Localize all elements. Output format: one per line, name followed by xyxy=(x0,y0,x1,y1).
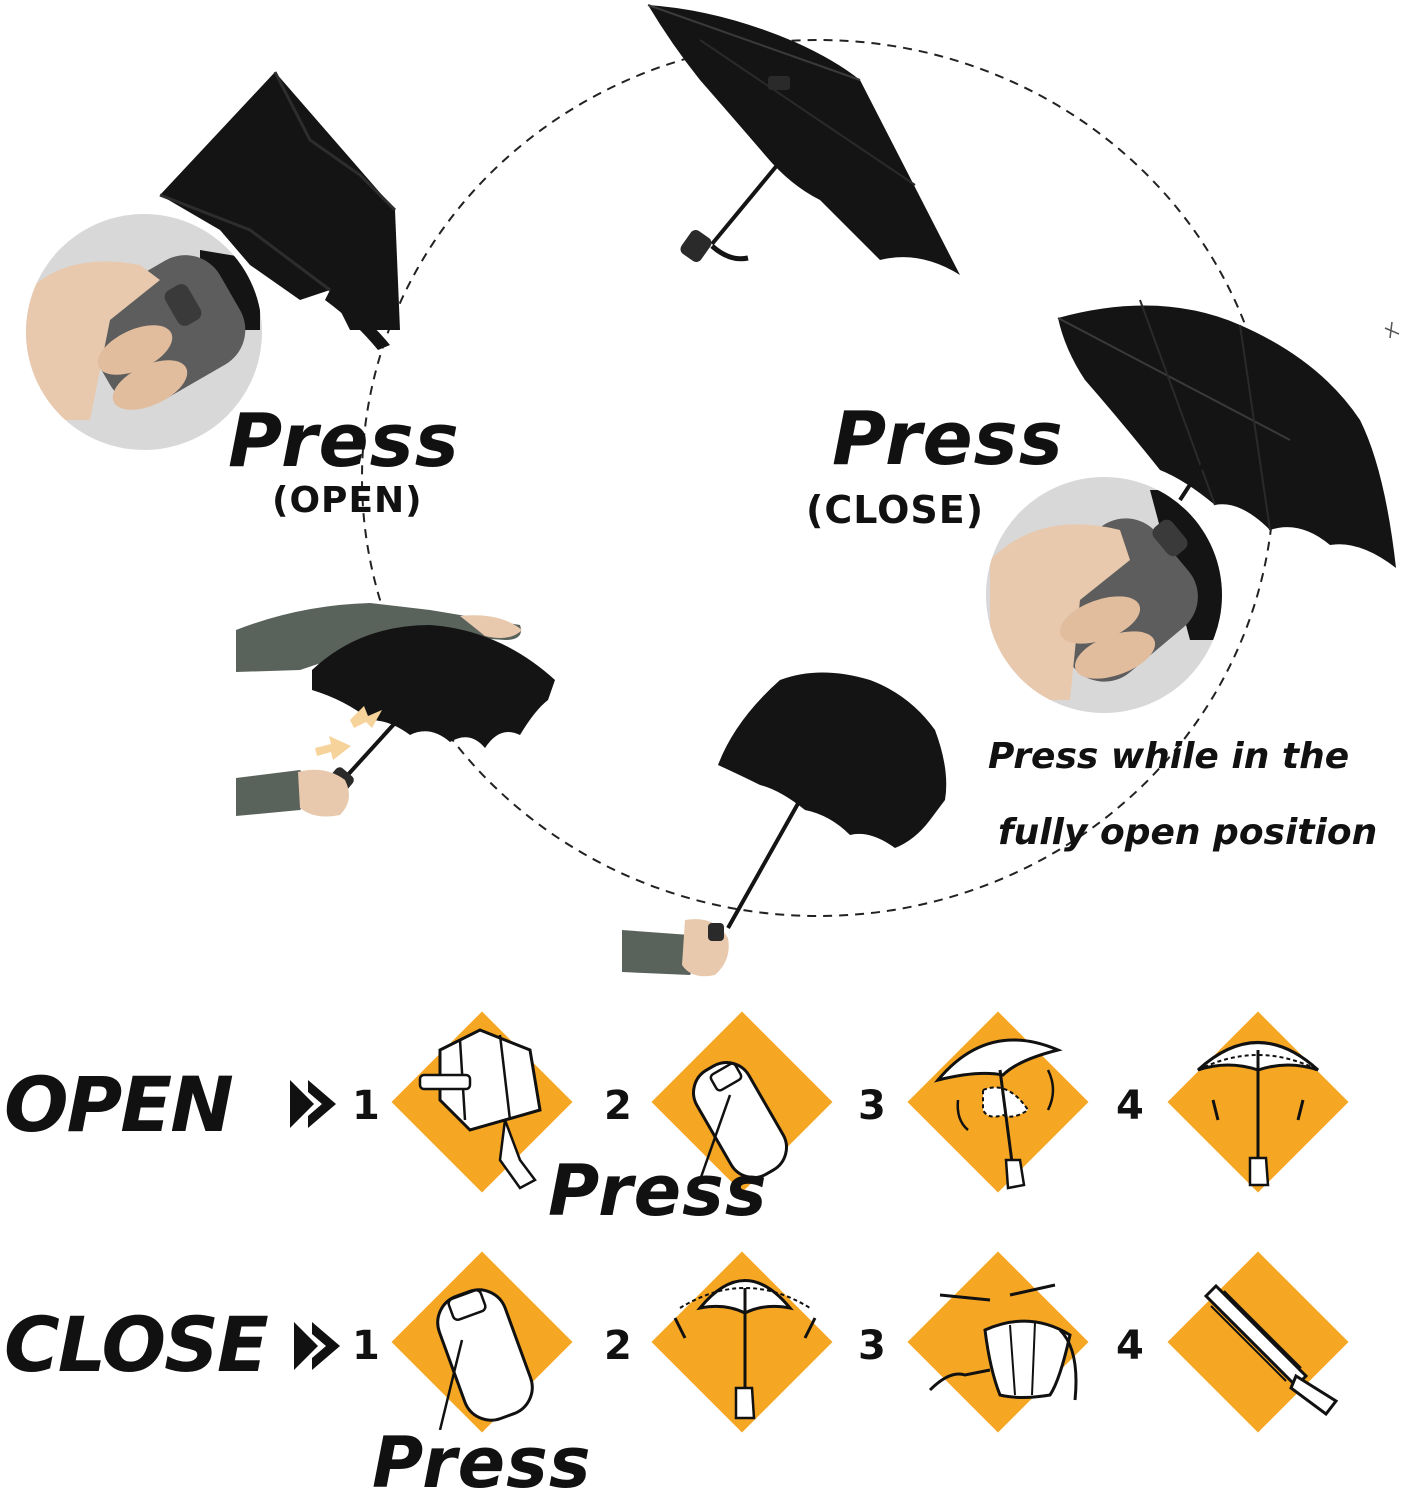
fully-open-umbrella-sketch-icon xyxy=(1196,1041,1320,1187)
opening-umbrella-sketch-icon xyxy=(933,1038,1063,1190)
open-row-label: OPEN xyxy=(4,1060,234,1149)
press-note-line1: Press while in the xyxy=(988,736,1350,777)
open-umbrella-top-image xyxy=(647,4,960,275)
close-step-4-number: 4 xyxy=(1116,1323,1144,1369)
close-step-3-number: 3 xyxy=(858,1323,886,1369)
double-chevron-right-icon xyxy=(294,1322,340,1370)
press-open-label: Press xyxy=(228,398,460,484)
open-paren-label: (OPEN) xyxy=(272,480,423,521)
button-grip-sketch-icon xyxy=(692,1061,788,1180)
closing-umbrella-sketch-icon xyxy=(673,1279,817,1420)
close-paren-label: (CLOSE) xyxy=(806,488,985,532)
open-umbrella-right-image xyxy=(1057,299,1400,568)
double-chevron-right-icon xyxy=(290,1080,336,1128)
open-step-3-number: 3 xyxy=(858,1083,886,1129)
hand-grip-close-inset xyxy=(986,477,1222,713)
hands-closing-umbrella-image xyxy=(236,603,555,817)
open-step-4-number: 4 xyxy=(1116,1083,1144,1129)
close-row-label: CLOSE xyxy=(4,1300,269,1389)
hand-grip-open-inset xyxy=(26,214,262,450)
open-step-1-number: 1 xyxy=(352,1083,380,1129)
usage-illustration xyxy=(26,4,1400,977)
close-step-1-number: 1 xyxy=(352,1323,380,1369)
press-close-label: Press xyxy=(832,396,1064,482)
folded-umbrella-sketch-icon xyxy=(418,1028,542,1190)
close-press-label: Press xyxy=(372,1422,592,1500)
open-step-2-number: 2 xyxy=(604,1083,632,1129)
closed-umbrella-sketch-icon xyxy=(1203,1283,1339,1416)
open-press-label: Press xyxy=(548,1150,768,1232)
pushing-umbrella-closed-sketch-icon xyxy=(928,1283,1078,1401)
press-note-line2: fully open position xyxy=(998,812,1378,853)
button-grip-sketch-icon xyxy=(436,1288,534,1430)
half-closed-umbrella-image xyxy=(622,672,947,977)
close-step-2-number: 2 xyxy=(604,1323,632,1369)
folded-umbrella-image xyxy=(159,71,400,350)
